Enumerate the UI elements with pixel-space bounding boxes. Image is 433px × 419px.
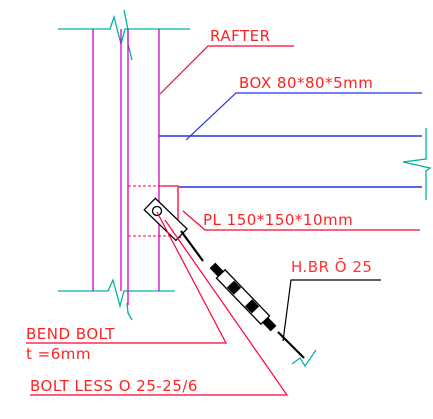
eye-plate: [143, 197, 188, 242]
leader-lines: [26, 45, 422, 396]
rafter-label: RAFTER: [210, 27, 271, 45]
box-section: [159, 135, 422, 188]
brace-rod-upper: [180, 230, 204, 262]
break-lines: [58, 9, 432, 321]
brace-label: H.BR Ō 25: [291, 257, 372, 276]
box-break-line: [402, 128, 432, 200]
plate-leader: [182, 210, 420, 231]
bend-bolt-leader: [26, 211, 227, 344]
labels: RAFTER BOX 80*80*5mm PL 150*150*10mm H.B…: [26, 27, 373, 395]
brace-leader: [282, 279, 381, 342]
box-leader: [185, 92, 422, 141]
bolt-less-leader: [30, 219, 289, 396]
thickness-label: t =6mm: [26, 345, 91, 363]
bottom-column-break: [126, 302, 133, 321]
bolt-hole: [151, 205, 163, 217]
plate-label: PL 150*150*10mm: [203, 211, 353, 229]
bottom-break-line: [58, 278, 175, 309]
bend-bolt-label: BEND BOLT: [26, 325, 115, 343]
brace-assembly: [143, 197, 317, 368]
brace-rod-lower: [277, 331, 305, 359]
rafter-leader: [159, 45, 294, 95]
top-break-line: [58, 14, 190, 47]
turnbuckle: [209, 262, 277, 332]
rod-end-break: [291, 349, 317, 368]
bolt-less-label: BOLT LESS O 25-25/6: [30, 377, 198, 395]
column: [92, 29, 160, 305]
box-label: BOX 80*80*5mm: [239, 74, 373, 92]
